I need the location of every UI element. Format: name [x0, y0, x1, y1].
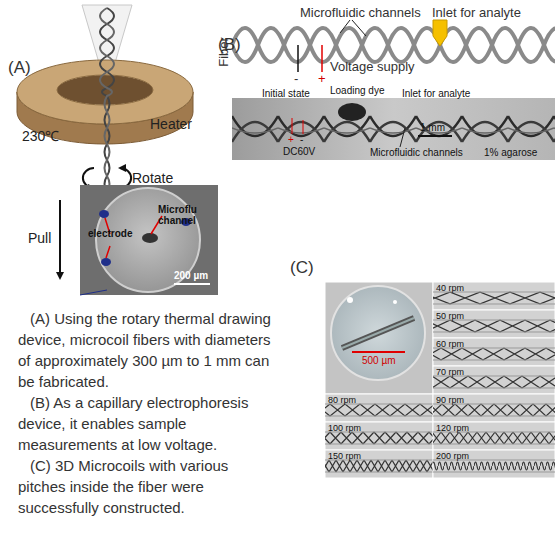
coil-pattern [433, 422, 555, 450]
coil-pattern [433, 310, 555, 338]
photo-label: Initial state [262, 88, 310, 100]
leader-line [340, 20, 366, 36]
channel-hole [142, 233, 158, 243]
speed-label: 150 rpm [328, 451, 361, 461]
part-label: electrode [88, 228, 132, 240]
polarity-sign: - [294, 72, 298, 87]
leader-line [400, 128, 405, 147]
coil-photo [325, 450, 433, 478]
coil-channel [342, 318, 414, 348]
wire [297, 45, 299, 72]
cross-section-photo [80, 185, 218, 295]
dye-blob [338, 103, 366, 121]
scale-bar [174, 283, 210, 285]
photo-label: 1% agarose [484, 147, 537, 159]
coil-pattern [325, 422, 433, 450]
speed-label: 100 rpm [328, 423, 361, 433]
coil-photo [433, 394, 555, 422]
coil-pattern [433, 282, 555, 310]
helical-channels [232, 25, 555, 65]
coil-photo [433, 450, 555, 478]
coil-channel [342, 318, 414, 348]
coil-photo [433, 338, 555, 366]
voltage-label: DC60V [283, 146, 315, 158]
panel-letter: (C) [290, 258, 314, 278]
photo-label: Loading dye [330, 85, 385, 97]
coil-pattern [433, 366, 555, 394]
speed-label: 200 rpm [436, 451, 469, 461]
polarity-sign: + [288, 134, 294, 146]
coil-pattern [433, 450, 555, 478]
speed-label: 90 rpm [436, 395, 464, 405]
coil-pattern [325, 394, 433, 422]
speed-label: 70 rpm [436, 367, 464, 377]
coil-photo [325, 394, 433, 422]
axis-label: Fiber [217, 37, 232, 67]
speed-label: 120 rpm [436, 423, 469, 433]
electrode-spot [101, 258, 111, 266]
zoom-line [80, 290, 107, 295]
wire [321, 45, 323, 72]
motion-label: Rotate [132, 170, 173, 186]
coil-pattern [325, 450, 433, 478]
caption-block: (A) Using the rotary thermal drawing dev… [18, 308, 274, 518]
electrode-spot [99, 210, 109, 218]
scale-label: 200 µm [174, 270, 208, 282]
coil-photo [433, 366, 555, 394]
bubble [393, 300, 397, 304]
scale-label: 500 µm [362, 355, 396, 367]
scale-bar [352, 351, 405, 353]
photo-label: Inlet for analyte [402, 88, 470, 100]
fiber-section [331, 286, 425, 380]
section-photo [325, 282, 433, 394]
part-label: Voltage supply [330, 60, 415, 75]
coil-photo [433, 310, 555, 338]
inlet-arrow [433, 20, 447, 46]
polarity-sign: + [318, 72, 326, 87]
wire [292, 118, 303, 134]
coil-photo [325, 422, 433, 450]
scale-bar [418, 135, 452, 137]
speed-label: 50 rpm [436, 311, 464, 321]
part-label: Microflu channel [158, 204, 208, 226]
bubble [347, 297, 353, 303]
speed-label: 60 rpm [436, 339, 464, 349]
part-label: Heater [150, 116, 192, 132]
caption-text: (C) 3D Microcoils with various pitches i… [18, 455, 274, 518]
coil-pattern [433, 394, 555, 422]
caption-text: (B) As a capillary electrophoresis devic… [18, 392, 274, 455]
speed-label: 80 rpm [328, 395, 356, 405]
coil-photo [433, 422, 555, 450]
panel-letter: (A) [8, 58, 31, 78]
coil-photo [433, 282, 555, 310]
fiber-strands [232, 98, 555, 160]
temperature-label: 230℃ [22, 128, 59, 144]
pull-arrow [59, 200, 61, 278]
coil-pattern [433, 338, 555, 366]
part-label: Inlet for analyte [432, 6, 521, 21]
part-label: Microfluidic channels [300, 6, 421, 21]
polarity-sign: - [300, 134, 303, 146]
motion-label: Pull [28, 230, 51, 246]
caption-text: (A) Using the rotary thermal drawing dev… [18, 308, 274, 392]
device-photo [232, 98, 555, 160]
speed-label: 40 rpm [436, 283, 464, 293]
photo-label: Microfluidic channels [370, 147, 463, 159]
scale-label: 1 mm [420, 122, 445, 134]
